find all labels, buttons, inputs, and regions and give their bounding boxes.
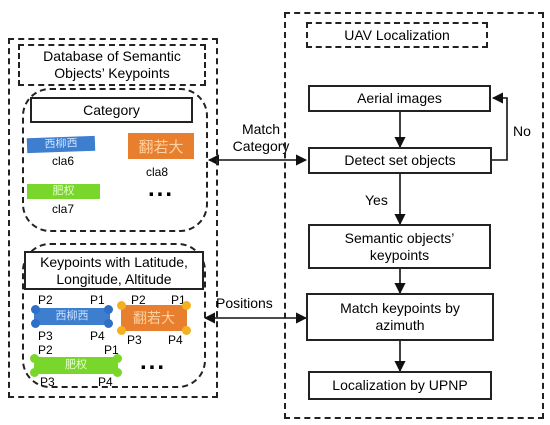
orange-keypoint-p1 [182, 301, 191, 310]
green-sign-text: 肥权 [65, 359, 87, 371]
category-label-cla8: cla8 [146, 165, 169, 179]
keypoints-header: Keypoints with Latitude, Longitude, Alti… [24, 251, 204, 290]
green-p3-label: P3 [40, 375, 55, 389]
step-aerial-images: Aerial images [308, 85, 491, 112]
green-p2-label: P2 [38, 343, 53, 357]
yes-label: Yes [365, 192, 388, 208]
category-ellipsis: ... [148, 175, 175, 202]
step-detect-set-objects: Detect set objects [308, 147, 492, 174]
orange-keypoint-p4 [182, 326, 191, 335]
arrow-no-loop [491, 92, 508, 161]
uav-localization-panel [284, 12, 544, 419]
category-label-cla7: cla7 [52, 202, 75, 216]
green-sign: 肥权 [34, 357, 118, 374]
step-semantic-keypoints: Semantic objects’ keypoints [308, 224, 491, 269]
orange-p2-label: P2 [131, 293, 146, 307]
green-keypoint-p1 [113, 354, 122, 363]
database-title: Database of Semantic Objects’ Keypoints [18, 44, 206, 86]
blue-p3-label: P3 [38, 329, 53, 343]
category-sign-cla8: 翻若大 [128, 133, 194, 159]
blue-p4-label: P4 [90, 329, 105, 343]
positions-label: Positions [216, 295, 273, 311]
category-sign-cla6: 西柳西 [26, 135, 96, 154]
step-localization-upnp: Localization by UPNP [308, 371, 492, 400]
uav-localization-title: UAV Localization [306, 22, 488, 48]
category-sign-cla7: 肥权 [27, 184, 100, 199]
green-keypoint-p2 [30, 354, 39, 363]
category-sign-cla7-text: 肥权 [52, 185, 75, 197]
match-category-label: Match Category [232, 121, 290, 154]
category-sign-cla6-text: 西柳西 [44, 137, 78, 151]
green-keypoint-p4 [113, 368, 122, 377]
blue-keypoint-p3 [31, 319, 40, 328]
orange-keypoint-p2 [117, 301, 126, 310]
category-sign-cla8-text: 翻若大 [138, 137, 184, 156]
blue-keypoint-p2 [31, 305, 40, 314]
keypoints-ellipsis: ... [140, 348, 167, 375]
no-label: No [513, 123, 531, 139]
green-p1-label: P1 [104, 343, 119, 357]
orange-p3-label: P3 [127, 333, 142, 347]
blue-keypoint-p4 [104, 319, 113, 328]
blue-sign-text: 西柳西 [55, 310, 89, 322]
green-keypoint-p3 [30, 368, 39, 377]
blue-keypoint-p1 [104, 305, 113, 314]
orange-sign: 翻若大 [121, 305, 187, 331]
category-header: Category [30, 97, 193, 123]
orange-p4-label: P4 [168, 333, 183, 347]
category-label-cla6: cla6 [52, 154, 75, 168]
green-p4-label: P4 [98, 375, 113, 389]
category-group [22, 88, 208, 232]
keypoints-group [22, 243, 206, 388]
blue-p2-label: P2 [38, 293, 53, 307]
orange-sign-text: 翻若大 [133, 310, 175, 326]
database-panel [8, 38, 218, 398]
orange-keypoint-p3 [117, 326, 126, 335]
step-match-keypoints: Match keypoints by azimuth [306, 293, 494, 341]
blue-p1-label: P1 [90, 293, 105, 307]
blue-sign: 西柳西 [34, 308, 110, 325]
